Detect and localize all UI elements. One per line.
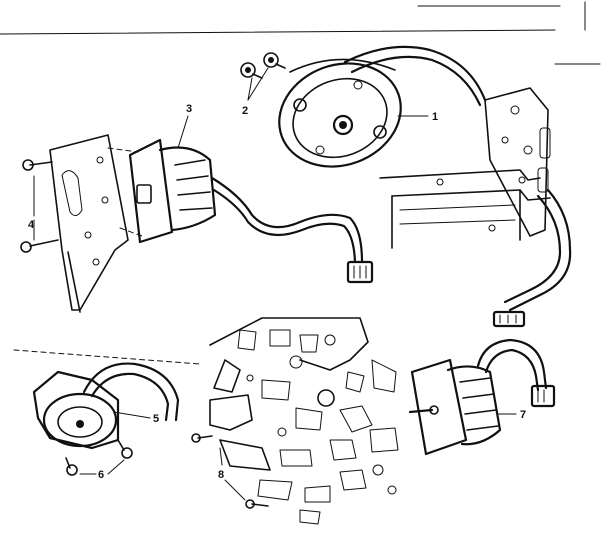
callout-8: 8 — [218, 469, 224, 481]
callout-5: 5 — [153, 413, 159, 425]
page-border-lines — [0, 1, 601, 65]
screw-set-2 — [240, 52, 286, 101]
motor-7-assembly — [408, 338, 556, 456]
callout-3: 3 — [186, 103, 192, 115]
callout-6: 6 — [98, 469, 104, 481]
mechanism-chassis — [191, 317, 399, 525]
callout-7: 7 — [520, 409, 526, 421]
motor-1-assembly — [278, 45, 572, 328]
callout-4: 4 — [28, 219, 35, 231]
callout-2: 2 — [242, 105, 248, 117]
motor-3-assembly — [20, 115, 374, 313]
callout-1: 1 — [432, 111, 438, 123]
motor-5-assembly — [13, 349, 201, 476]
